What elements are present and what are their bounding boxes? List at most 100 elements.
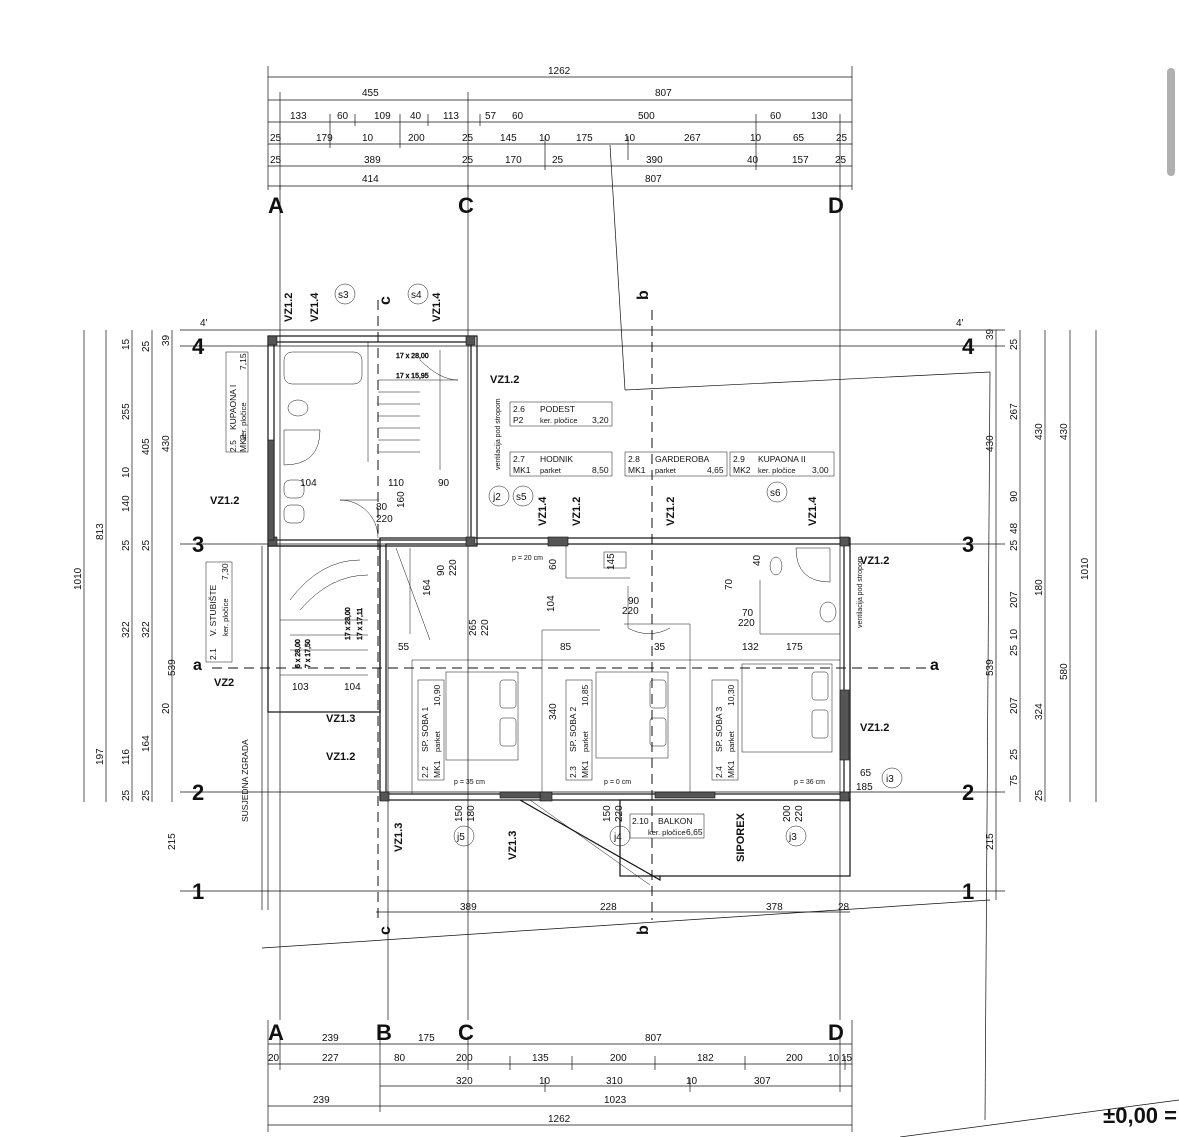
right-dim: 215 [985, 833, 996, 850]
room-area: 10,30 [726, 684, 736, 706]
interior-dim: 340 [548, 703, 559, 720]
top-dim: 60 [770, 111, 782, 122]
left-dim: 140 [121, 495, 132, 512]
bottom-dim: 239 [322, 1033, 339, 1044]
bottom-dimensions: 239 175 807 20 227 80 200 135 200 182 20… [267, 1020, 853, 1132]
interior-dim: 220 [614, 805, 625, 822]
section-b-bottom: b [635, 925, 652, 935]
room-area: 10,85 [580, 684, 590, 706]
top-dimensions: 1262 455 807 133 60 109 40 113 57 60 500… [267, 66, 853, 190]
room-name: V. STUBIŠTE [208, 584, 218, 636]
scrollbar[interactable] [1167, 68, 1175, 176]
left-dim: 255 [121, 403, 132, 420]
top-dim: 389 [364, 155, 381, 166]
room-area: 4,65 [707, 465, 724, 475]
right-dim: 267 [1009, 403, 1020, 420]
interior-dim: 265 [468, 619, 479, 636]
room-name: HODNIK [540, 454, 573, 464]
bottom-dim: 227 [322, 1053, 339, 1064]
interior-dim: 164 [422, 579, 433, 596]
axis-b-bottom: B [376, 1020, 392, 1045]
bottom-dim: 10 [828, 1053, 840, 1064]
plan-dim: 389 [460, 902, 477, 913]
left-dim: 215 [167, 833, 178, 850]
wall-tag: SIPOREX [735, 812, 747, 862]
interior-dim: 185 [856, 782, 873, 793]
sill-note: p = 20 cm [512, 555, 543, 562]
left-dim: 1010 [73, 567, 84, 590]
neighbour-hatch: SUSJEDNA ZGRADA [240, 546, 269, 910]
wall-tag: VZ1.3 [393, 823, 405, 852]
room-area: 10,90 [432, 684, 442, 706]
top-dim: 267 [684, 133, 701, 144]
room-floor: ker. pločice [648, 828, 686, 837]
right-dim: 207 [1009, 697, 1020, 714]
opening-label: j4 [613, 832, 622, 843]
wall-tag: VZ1.4 [309, 292, 321, 322]
top-dim: 60 [337, 111, 349, 122]
section-b-top: b [635, 290, 652, 300]
opening-label: s4 [411, 290, 422, 301]
bottom-dim: 320 [456, 1076, 473, 1087]
stair-note: 17 x 15,95 [396, 373, 429, 380]
top-dim: 145 [500, 133, 517, 144]
right-dim: 90 [1009, 490, 1020, 502]
top-dim: 390 [646, 155, 663, 166]
room-hodnik: 2.7 HODNIK MK1 parket 8,50 [509, 451, 613, 477]
top-dim: 65 [793, 133, 805, 144]
right-dim: 25 [1009, 539, 1020, 551]
beds [445, 663, 833, 761]
top-dim: 133 [290, 111, 307, 122]
room-code: MK1 [628, 465, 646, 475]
right-dim: 25 [1009, 644, 1020, 656]
room-area: 6,65 [686, 827, 703, 837]
room-sp-soba-1: SP. SOBA 1 parket 2.2 MK1 10,90 [417, 679, 445, 781]
left-dim: 15 [121, 338, 132, 350]
opening-label: s6 [770, 488, 781, 499]
room-no: 2.8 [628, 454, 640, 464]
room-no: 2.6 [513, 404, 525, 414]
room-no: 2.10 [632, 816, 649, 826]
interior-dim: 220 [480, 619, 491, 636]
level-label: ±0,00 = [1103, 1103, 1177, 1128]
top-dim: 130 [811, 111, 828, 122]
room-area: 3,20 [592, 415, 609, 425]
room-floor: ker. pločice [221, 598, 230, 636]
wall-tag: VZ1.4 [537, 496, 549, 526]
interior-dim: 150 [602, 805, 613, 822]
room-code: MK1 [513, 465, 531, 475]
left-dim: 39 [161, 334, 172, 346]
room-code: MK2 [238, 434, 248, 452]
wall-tag: VZ2 [214, 677, 234, 689]
room-balkon: 2.10 BALKON ker. pločice 6,65 [629, 813, 705, 839]
room-no: 2.1 [208, 648, 218, 660]
room-no: 2.4 [714, 766, 724, 778]
axis-3-right: 3 [962, 532, 974, 557]
plan-dim: 378 [766, 902, 783, 913]
top-dim: 200 [408, 133, 425, 144]
interior-dim: 132 [742, 642, 759, 653]
right-dim: 48 [1009, 522, 1020, 534]
top-dim: 25 [835, 155, 847, 166]
left-dim: 25 [121, 539, 132, 551]
room-area: 7,15 [238, 353, 248, 370]
bottom-dim: 200 [786, 1053, 803, 1064]
interior-dim: 150 [454, 805, 465, 822]
right-dim: 25 [1009, 748, 1020, 760]
interior-dim: 220 [794, 805, 805, 822]
right-dim: 39 [985, 328, 996, 340]
axis-1-right: 1 [962, 879, 974, 904]
bottom-dim: 307 [754, 1076, 771, 1087]
wall-tag: VZ1.3 [507, 831, 519, 860]
left-dim: 10 [121, 466, 132, 478]
room-floor: parket [655, 466, 677, 475]
top-dim: 10 [624, 133, 636, 144]
right-dimensions: 1010 39 430 539 215 25 267 90 48 25 207 … [985, 328, 1097, 900]
room-area: 3,00 [812, 465, 829, 475]
room-no: 2.3 [568, 766, 578, 778]
left-dim: 813 [95, 523, 106, 540]
room-name: GARDEROBA [655, 454, 710, 464]
bottom-dim: 200 [456, 1053, 473, 1064]
left-dim: 25 [141, 539, 152, 551]
